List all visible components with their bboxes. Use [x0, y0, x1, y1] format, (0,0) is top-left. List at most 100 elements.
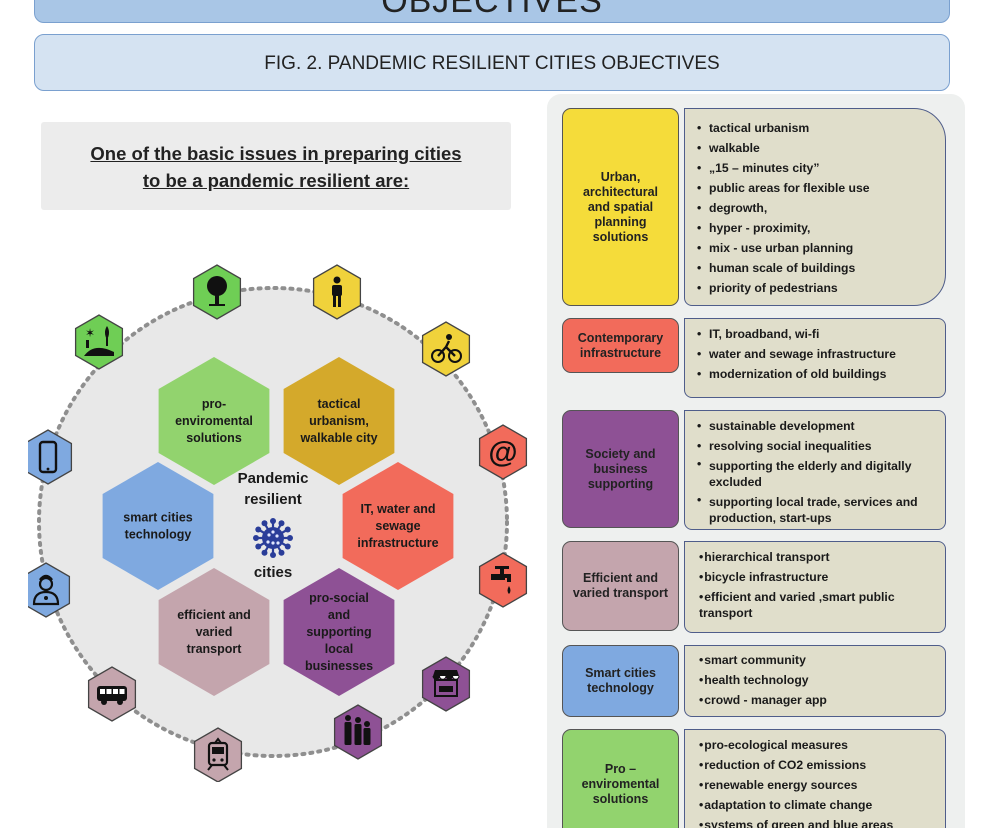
hexagon-label-line: IT, water and	[360, 502, 435, 516]
list-item: reduction of CO2 emissions	[695, 755, 939, 775]
figure-title-banner: FIG. 2. PANDEMIC RESILIENT CITIES OBJECT…	[34, 34, 950, 91]
hexagon-shape	[283, 357, 395, 485]
tram-icon	[193, 727, 243, 782]
category-transport: Efficient and varied transport	[562, 541, 679, 631]
hexagon-label-line: enviromental	[175, 414, 253, 428]
list-item: supporting local trade, services and pro…	[695, 492, 939, 528]
tree-icon	[192, 264, 242, 320]
category-row-transport: Efficient and varied transport hierarchi…	[562, 541, 946, 635]
category-title-line: Smart cities	[585, 666, 656, 680]
hexagon-label-line: local	[325, 642, 354, 656]
category-urban-planning: Urban, architectural and spatial plannin…	[562, 108, 679, 306]
smartphone-icon	[28, 429, 73, 485]
intro-line-2: to be a pandemic resilient are:	[142, 170, 410, 191]
category-title-line: planning	[594, 214, 647, 229]
doctor-icon-glyph	[32, 574, 60, 606]
list-item: bicycle infrastructure	[695, 567, 939, 587]
pedestrian-icon-glyph	[332, 276, 342, 307]
category-items-society: sustainable development resolving social…	[684, 410, 946, 530]
list-item: public areas for flexible use	[695, 178, 939, 198]
list-item: resolving social inequalities	[695, 436, 939, 456]
hexagon-label-line: smart cities	[123, 511, 193, 525]
category-items-smart: smart community health technology crowd …	[684, 645, 946, 717]
doctor-icon	[28, 562, 71, 618]
category-title-line: Pro –	[604, 761, 637, 776]
hexagon-label-line: infrastructure	[357, 536, 438, 550]
hexagon-label-line: and	[328, 608, 350, 622]
hexagon-label-line: tactical	[317, 397, 360, 411]
list-item: efficient and varied ,smart public trans…	[695, 587, 939, 623]
list-item: tactical urbanism	[695, 118, 939, 138]
market-stall-icon-glyph	[432, 670, 460, 697]
category-row-society: Society and business supporting sustaina…	[562, 410, 946, 532]
hexagon-label-line: businesses	[305, 659, 373, 673]
center-label-line-3: cities	[254, 564, 292, 581]
category-title-line: Urban,	[600, 169, 641, 184]
list-item: hyper - proximity,	[695, 218, 939, 238]
list-item: walkable	[695, 138, 939, 158]
objectives-title: OBJECTIVES	[381, 0, 603, 20]
hexagon-label-line: technology	[125, 528, 192, 542]
water-tap-icon	[478, 552, 528, 608]
list-item: pro-ecological measures	[695, 735, 939, 755]
list-item: supporting the elderly and digitally exc…	[695, 456, 939, 492]
family-icon-glyph	[344, 715, 371, 745]
intro-box: One of the basic issues in preparing cit…	[41, 122, 511, 210]
category-row-infrastructure: Contemporary infrastructure IT, broadban…	[562, 318, 946, 400]
category-title-line: varied transport	[572, 586, 669, 600]
hexagon-shape	[158, 568, 270, 696]
category-items-infrastructure: IT, broadband, wi-fi water and sewage in…	[684, 318, 946, 398]
list-item: modernization of old buildings	[695, 364, 939, 384]
market-stall-icon	[421, 656, 471, 712]
category-title-line: Contemporary	[577, 330, 664, 345]
list-item: priority of pedestrians	[695, 278, 939, 298]
category-row-urban-planning: Urban, architectural and spatial plannin…	[562, 108, 946, 308]
hexagon-label-line: pro-	[202, 397, 226, 411]
list-item: water and sewage infrastructure	[695, 344, 939, 364]
hexagon-shape	[342, 462, 454, 590]
category-items-transport: hierarchical transport bicycle infrastru…	[684, 541, 946, 633]
list-item: hierarchical transport	[695, 547, 939, 567]
landscape-icon: ✶	[74, 314, 124, 370]
hexagon-label-line: transport	[187, 642, 243, 656]
category-title-line: technology	[587, 681, 654, 695]
list-item: mix - use urban planning	[695, 238, 939, 258]
pedestrian-icon	[312, 264, 362, 320]
hexagon-label-line: urbanism,	[309, 414, 369, 428]
category-title-line: supporting	[587, 476, 654, 491]
svg-text:✶: ✶	[85, 326, 95, 340]
hexagon-label-line: varied	[196, 625, 233, 639]
cyclist-icon-glyph	[431, 334, 462, 363]
category-title-line: business	[593, 461, 648, 476]
family-icon	[333, 704, 383, 760]
list-item: systems of green and blue areas	[695, 815, 939, 828]
hexagon-label-line: supporting	[306, 625, 371, 639]
hexagon-shape	[102, 462, 214, 590]
tree-icon-glyph	[207, 276, 227, 306]
icon-hexagon	[421, 321, 471, 377]
at-sign-icon: @	[478, 424, 528, 480]
pandemic-resilient-cities-diagram: pro-enviromentalsolutionstacticalurbanis…	[28, 264, 528, 782]
landscape-icon-glyph: ✶	[84, 326, 114, 356]
list-item: crowd - manager app	[695, 690, 939, 710]
hexagon-shape	[283, 568, 395, 696]
icon-hexagon	[478, 424, 528, 480]
hexagon-smart: smart cities technology	[102, 462, 214, 590]
virus-icon	[253, 518, 293, 558]
center-label-line-2: resilient	[244, 491, 302, 508]
category-items-enviro: pro-ecological measures reduction of CO2…	[684, 729, 946, 828]
icon-hexagon	[421, 656, 471, 712]
category-row-enviro: Pro – enviromental solutions pro-ecologi…	[562, 729, 946, 828]
bus-icon-glyph	[97, 686, 127, 705]
category-title-line: and spatial	[587, 199, 654, 214]
category-title-line: solutions	[592, 791, 649, 806]
intro-line-1: One of the basic issues in preparing cit…	[90, 143, 462, 164]
list-item: degrowth,	[695, 198, 939, 218]
category-title-line: infrastructure	[579, 345, 662, 360]
category-title-line: architectural	[582, 184, 659, 199]
cyclist-icon	[421, 321, 471, 377]
figure-title: FIG. 2. PANDEMIC RESILIENT CITIES OBJECT…	[264, 53, 720, 74]
